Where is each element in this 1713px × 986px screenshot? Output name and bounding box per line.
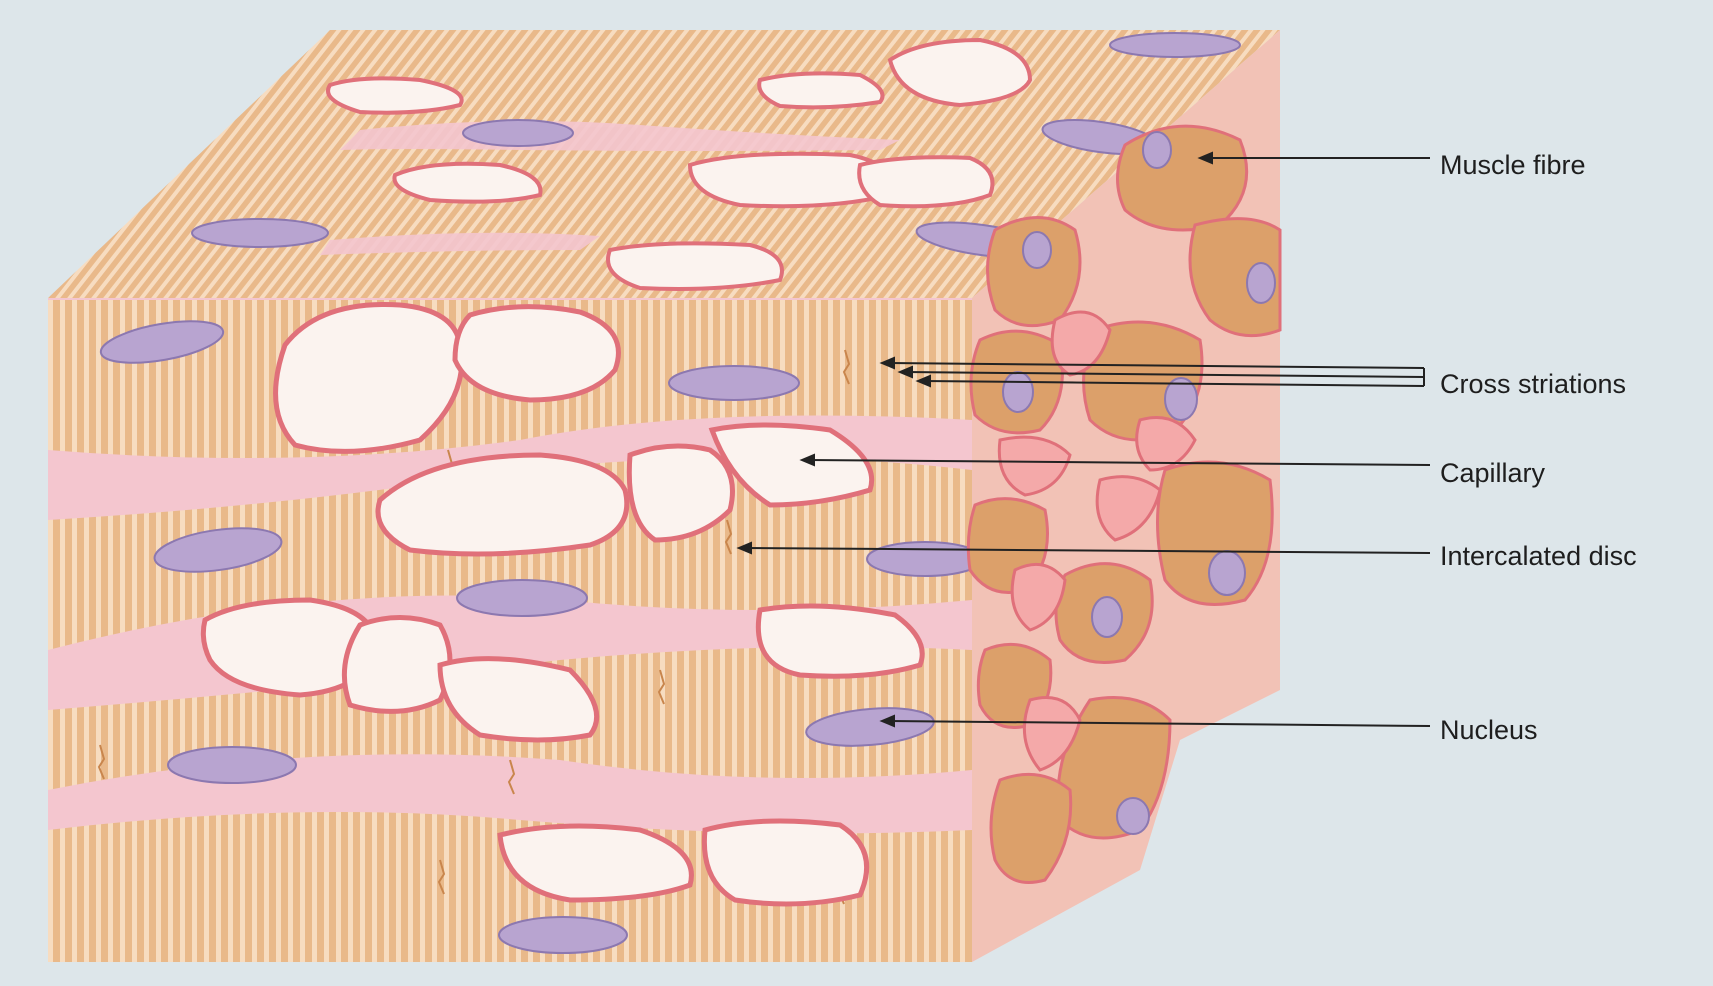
capillary <box>608 243 782 289</box>
nucleus <box>463 120 573 146</box>
capillary <box>394 164 540 202</box>
capillary <box>759 73 882 107</box>
nucleus <box>1003 372 1033 412</box>
capillary <box>704 821 866 904</box>
nucleus <box>1143 132 1171 168</box>
nucleus <box>1247 263 1275 303</box>
capillary <box>455 307 618 400</box>
capillary <box>328 78 462 112</box>
nucleus <box>669 366 799 400</box>
label-muscle-fibre: Muscle fibre <box>1440 152 1586 179</box>
label-capillary: Capillary <box>1440 460 1545 487</box>
capillary <box>276 305 462 452</box>
capillary <box>758 606 922 676</box>
front-face <box>48 298 983 962</box>
nucleus <box>499 917 627 953</box>
capillary <box>344 618 450 712</box>
nucleus <box>1092 597 1122 637</box>
nucleus <box>1110 33 1240 57</box>
label-cross-striations: Cross striations <box>1440 371 1626 398</box>
label-intercalated-disc: Intercalated disc <box>1440 543 1637 570</box>
nucleus <box>1023 232 1051 268</box>
muscle-fibre-cross-section <box>1118 126 1247 230</box>
label-nucleus: Nucleus <box>1440 717 1538 744</box>
nucleus <box>1117 798 1149 834</box>
capillary <box>859 157 992 206</box>
nucleus <box>867 542 983 576</box>
nucleus <box>192 219 328 247</box>
nucleus <box>1209 551 1245 595</box>
nucleus <box>457 580 587 616</box>
nucleus <box>168 747 296 783</box>
